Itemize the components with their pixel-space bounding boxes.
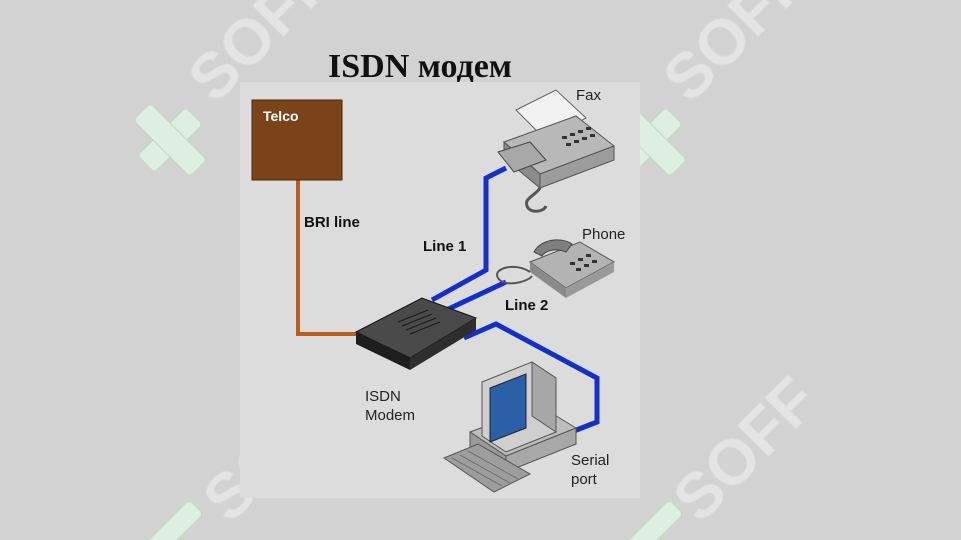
line2-cable [440, 279, 508, 315]
modem-label: ISDN Modem [365, 387, 415, 425]
line2-label: Line 2 [505, 297, 549, 314]
telco-label: Telco [263, 108, 299, 124]
watermark-text: SOFF [659, 363, 831, 535]
watermark-logo-icon [134, 104, 206, 176]
modem-label-line1: ISDN [365, 388, 401, 405]
isdn-modem-icon [354, 297, 478, 370]
fax-label: Fax [576, 87, 602, 104]
computer-icon [442, 361, 578, 493]
line1-cable [430, 165, 508, 303]
serial-label-line2: port [571, 471, 597, 488]
line1-label: Line 1 [423, 238, 467, 255]
serial-label-line1: Serial [571, 452, 610, 469]
telco-box [251, 99, 343, 181]
phone-label: Phone [582, 226, 626, 243]
serial-port-cable [462, 321, 600, 441]
phone-icon [496, 239, 616, 298]
serial-port-label: Serial port [571, 451, 609, 489]
watermark-logo-icon [627, 500, 683, 540]
watermark-logo-icon [147, 500, 203, 540]
slide-title: ISDN модем [328, 48, 512, 85]
bri-line-label: BRI line [304, 214, 360, 231]
bri-line-cable [296, 180, 362, 336]
modem-label-line2: Modem [365, 407, 416, 424]
fax-machine-icon [497, 89, 616, 213]
isdn-diagram [240, 82, 640, 498]
watermark-text: SOFF [649, 0, 821, 115]
